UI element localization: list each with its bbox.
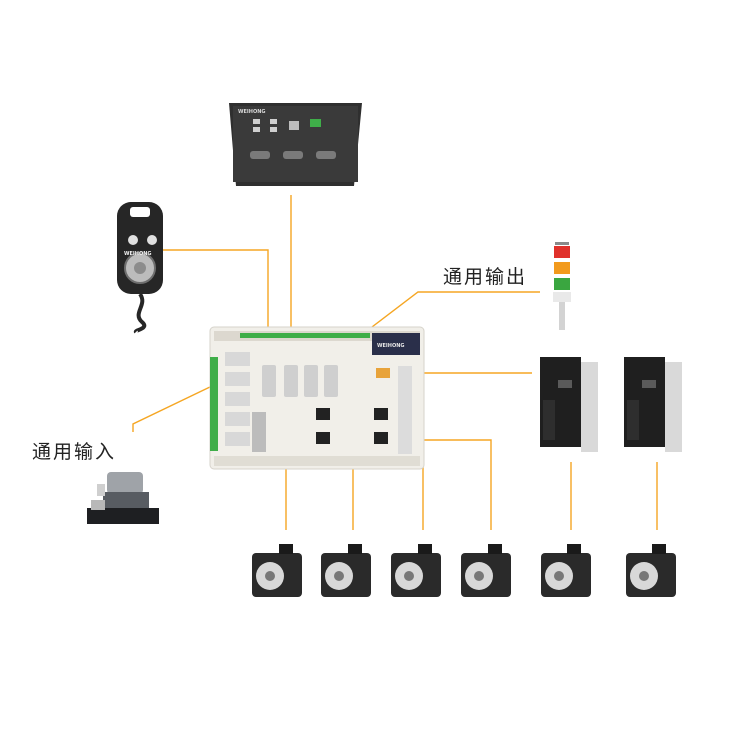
general-output-label: 通用输出 — [443, 266, 528, 288]
tool-setter-sensor-icon — [87, 472, 159, 524]
main-control-board: WEIHONG — [209, 326, 425, 470]
servo-motor-icon — [321, 544, 371, 597]
servo-motor-icon — [626, 544, 676, 597]
controller-brand-text: WEIHONG — [238, 109, 266, 115]
handwheel-pendant-icon: WEIHONG — [117, 202, 163, 334]
servo-driver-icon — [624, 357, 682, 452]
servo-driver-icon — [540, 357, 598, 452]
general-input-label: 通用输入 — [32, 441, 117, 463]
wire-input-to-board — [132, 385, 213, 432]
pendant-brand-text: WEIHONG — [124, 251, 152, 257]
servo-motor-icon — [461, 544, 511, 597]
servo-motor-icon — [252, 544, 302, 597]
wire-output-to-board — [367, 291, 540, 331]
servo-motor-icon — [541, 544, 591, 597]
servo-motor-icon — [391, 544, 441, 597]
industrial-pc-icon: WEIHONG — [229, 103, 362, 186]
servo-motors-row — [252, 544, 676, 597]
board-brand-text: WEIHONG — [377, 343, 405, 349]
signal-tower-light-icon — [553, 242, 571, 330]
